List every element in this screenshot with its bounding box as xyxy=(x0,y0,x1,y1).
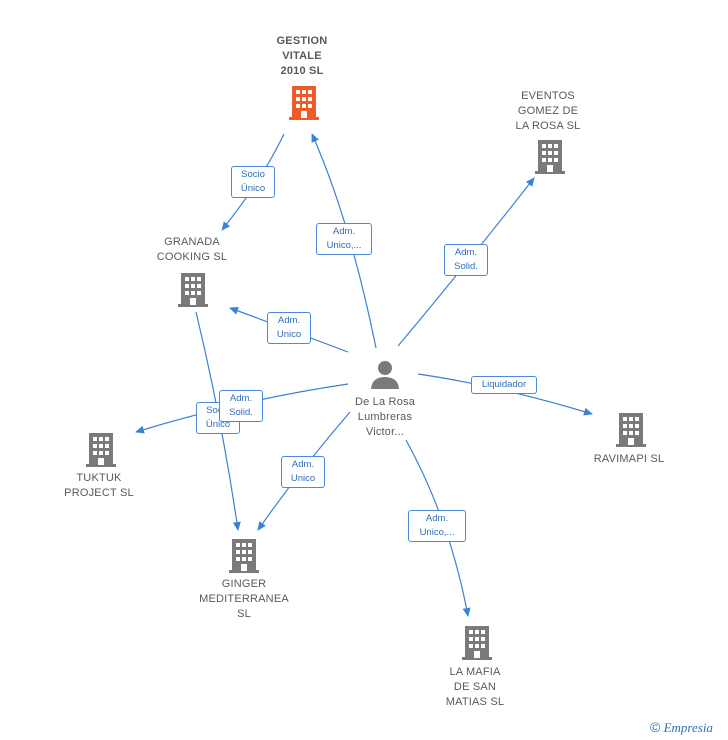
edge-label-center-mafia: Adm. Unico,... xyxy=(408,510,466,542)
edge-label-center-tuktuk: Adm. Solid. xyxy=(219,390,263,422)
mafia-label[interactable]: LA MAFIA DE SAN MATIAS SL xyxy=(445,666,505,708)
building-icon[interactable] xyxy=(178,271,208,307)
copyright-symbol: © xyxy=(650,719,661,735)
building-icon[interactable] xyxy=(462,624,492,660)
granada-label[interactable]: GRANADA COOKING SL xyxy=(156,236,228,263)
edge-label-center-ravimapi: Liquidador xyxy=(471,376,537,394)
edge-label-center-granada: Adm. Unico xyxy=(267,312,311,344)
edge-label-center-gestion: Adm. Unico,... xyxy=(316,223,372,255)
eventos-label[interactable]: EVENTOS GOMEZ DE LA ROSA SL xyxy=(515,90,581,132)
ravimapi-label[interactable]: RAVIMAPI SL xyxy=(593,453,665,465)
building-icon[interactable] xyxy=(616,411,646,447)
center-person-label[interactable]: De La Rosa Lumbreras Victor... xyxy=(354,396,416,438)
footer-brand: © Empresia xyxy=(650,719,713,736)
ginger-label[interactable]: GINGER MEDITERRANEA SL xyxy=(199,578,289,620)
building-icon[interactable] xyxy=(86,431,116,467)
person-icon[interactable] xyxy=(369,358,401,390)
brand-name: Empresia xyxy=(663,720,713,735)
edge-label-center-eventos: Adm. Solid. xyxy=(444,244,488,276)
gestion-label[interactable]: GESTION VITALE 2010 SL xyxy=(276,35,328,77)
edge-label-center-ginger: Adm. Unico xyxy=(281,456,325,488)
edge-label-gestion-granada: Socio Único xyxy=(231,166,275,198)
building-icon[interactable] xyxy=(535,138,565,174)
building-icon[interactable] xyxy=(229,537,259,573)
building-icon[interactable] xyxy=(289,84,319,120)
tuktuk-label[interactable]: TUKTUK PROJECT SL xyxy=(64,472,134,499)
